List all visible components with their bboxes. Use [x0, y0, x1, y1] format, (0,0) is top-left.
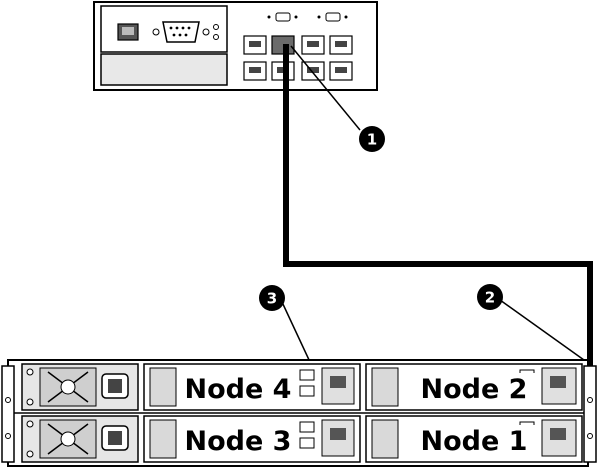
callout-2-leader [500, 300, 584, 360]
network-cable [286, 44, 590, 372]
svg-text:3: 3 [267, 290, 277, 308]
switch-top-connector-a [276, 13, 290, 21]
node-1-label: Node 1 [421, 426, 528, 457]
node-4-label: Node 4 [185, 374, 292, 405]
switch-top-connector-b [326, 13, 340, 21]
svg-text:1: 1 [367, 131, 377, 149]
callout-2: 2 [477, 284, 503, 310]
node-3-label: Node 3 [185, 426, 292, 457]
switch-module-lower [101, 54, 227, 85]
svg-text:2: 2 [485, 289, 495, 307]
node-2-label: Node 2 [421, 374, 528, 405]
top-switch [94, 2, 377, 90]
callout-3: 3 [259, 285, 285, 311]
power-supply-upper [22, 364, 138, 410]
power-supply-lower [22, 416, 138, 462]
callout-3-leader [282, 302, 310, 362]
callout-1: 1 [359, 126, 385, 152]
server-chassis: Node 4 Node 2 Node 3 Node 1 [2, 360, 596, 466]
